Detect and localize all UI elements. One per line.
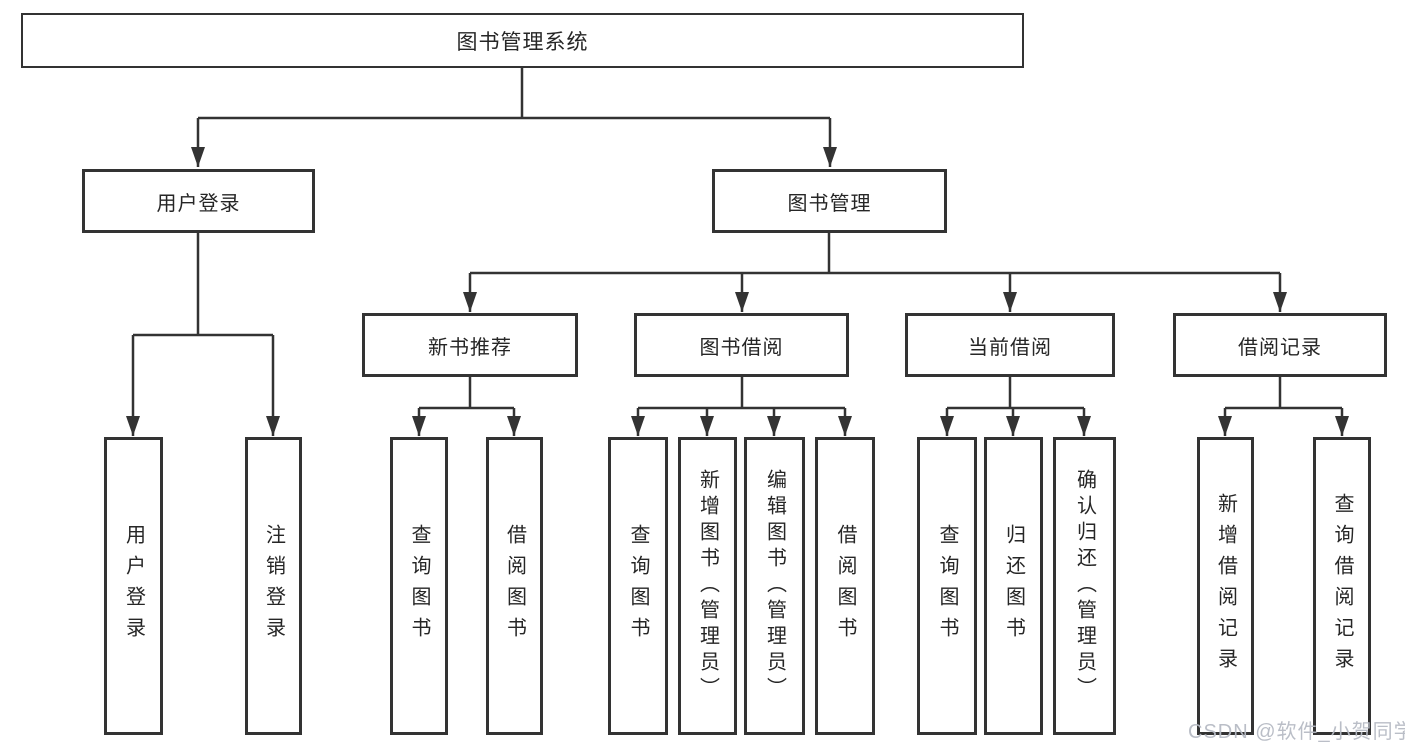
node-user-login: 用户登录 bbox=[82, 169, 315, 233]
node-book-management: 图书管理 bbox=[712, 169, 947, 233]
node-label: 图书借阅 bbox=[699, 336, 784, 359]
connector-current-borrowing-children bbox=[940, 377, 1091, 436]
leaf-borrowing-edit-books-admin: 编辑图书（管理员） bbox=[744, 437, 805, 735]
leaf-borrowing-add-books-admin: 新增图书（管理员） bbox=[678, 437, 737, 735]
connector-user-login-children bbox=[126, 233, 280, 436]
connector-book-management-children bbox=[463, 233, 1287, 312]
connector-root-to-level2 bbox=[191, 68, 837, 167]
leaf-label: 新增借阅记录 bbox=[1214, 493, 1237, 679]
leaf-current-confirm-return-admin: 确认归还（管理员） bbox=[1053, 437, 1116, 735]
node-book-borrowing: 图书借阅 bbox=[634, 313, 849, 377]
node-book-management-system: 图书管理系统 bbox=[21, 13, 1024, 68]
leaf-label: 查询图书 bbox=[936, 524, 958, 648]
node-label: 新书推荐 bbox=[428, 336, 512, 359]
connector-borrowing-records-children bbox=[1218, 377, 1349, 436]
leaf-current-return-books: 归还图书 bbox=[984, 437, 1043, 735]
node-label: 用户登录 bbox=[156, 192, 241, 215]
leaf-label: 归还图书 bbox=[1002, 524, 1025, 648]
leaf-borrowing-borrow-books: 借阅图书 bbox=[815, 437, 875, 735]
leaf-label: 查询图书 bbox=[408, 524, 430, 648]
leaf-label: 确认归还（管理员） bbox=[1073, 469, 1096, 703]
leaf-label: 注销登录 bbox=[262, 524, 285, 648]
connector-book-borrowing-children bbox=[631, 377, 852, 436]
leaf-label: 用户登录 bbox=[122, 524, 145, 648]
leaf-records-add-record: 新增借阅记录 bbox=[1197, 437, 1254, 735]
node-label: 当前借阅 bbox=[968, 336, 1052, 359]
leaf-label: 查询借阅记录 bbox=[1331, 493, 1353, 679]
leaf-label: 编辑图书（管理员） bbox=[763, 469, 786, 703]
leaf-records-query-record: 查询借阅记录 bbox=[1313, 437, 1371, 735]
node-current-borrowing: 当前借阅 bbox=[905, 313, 1115, 377]
node-label: 图书管理 bbox=[787, 192, 872, 215]
leaf-label: 新增图书（管理员） bbox=[696, 469, 719, 703]
leaf-recommend-borrow-books: 借阅图书 bbox=[486, 437, 543, 735]
leaf-current-query-books: 查询图书 bbox=[917, 437, 977, 735]
connector-new-book-recommend-children bbox=[412, 377, 521, 436]
node-new-book-recommend: 新书推荐 bbox=[362, 313, 578, 377]
leaf-label: 借阅图书 bbox=[834, 524, 856, 648]
leaf-label: 借阅图书 bbox=[503, 524, 526, 648]
node-label: 图书管理系统 bbox=[456, 30, 589, 54]
node-label: 借阅记录 bbox=[1238, 336, 1322, 359]
leaf-user-login: 用户登录 bbox=[104, 437, 163, 735]
leaf-logout: 注销登录 bbox=[245, 437, 302, 735]
leaf-borrowing-query-books: 查询图书 bbox=[608, 437, 668, 735]
node-borrowing-records: 借阅记录 bbox=[1173, 313, 1387, 377]
leaf-recommend-query-books: 查询图书 bbox=[390, 437, 448, 735]
leaf-label: 查询图书 bbox=[627, 524, 649, 648]
csdn-watermark: CSDN @软件_小贺同学 bbox=[1188, 721, 1405, 743]
